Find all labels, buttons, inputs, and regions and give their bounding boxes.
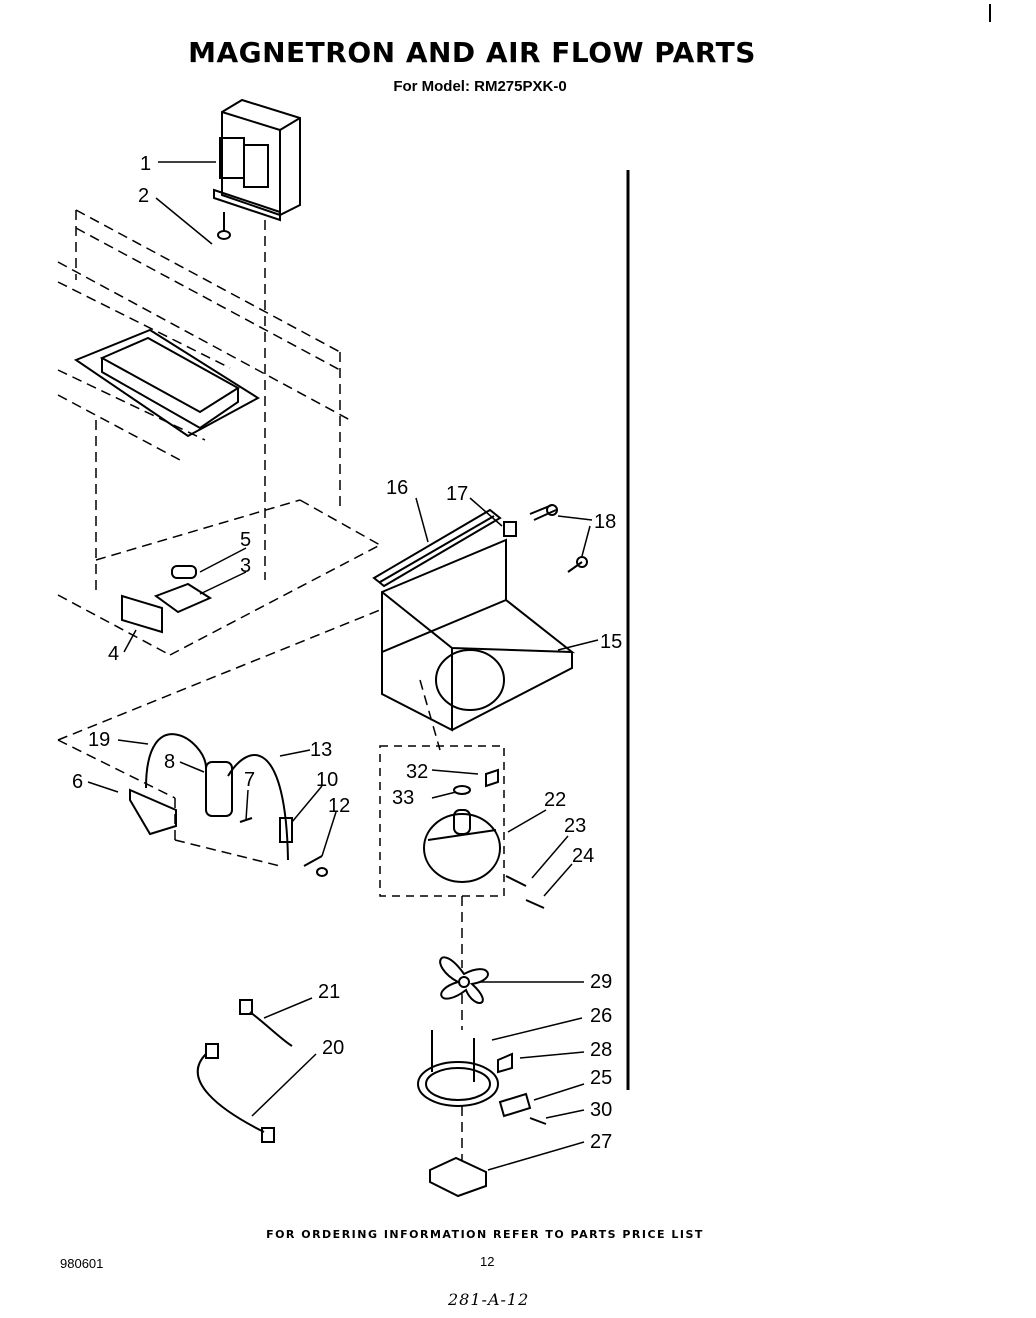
callout-23: 23 (564, 815, 586, 837)
clip-part-17 (503, 521, 517, 537)
callout-19: 19 (88, 729, 110, 751)
magnetron-shield-part (73, 328, 260, 438)
callout-labels: 1 2 3 4 5 6 7 8 10 12 13 15 16 17 18 19 … (72, 153, 622, 1153)
screw-part-2 (217, 212, 231, 240)
callout-leader-lines (87, 161, 599, 1171)
cabinet-outline (57, 209, 441, 867)
callout-29: 29 (590, 971, 612, 993)
callout-28: 28 (590, 1039, 612, 1061)
callout-12: 12 (328, 795, 350, 817)
screws-part-18 (529, 504, 588, 573)
callout-30: 30 (590, 1099, 612, 1121)
callout-21: 21 (318, 981, 340, 1003)
callout-32: 32 (406, 761, 428, 783)
callout-18: 18 (594, 511, 616, 533)
callout-1: 1 (140, 153, 151, 175)
callout-16: 16 (386, 477, 408, 499)
callout-24: 24 (572, 845, 594, 867)
air-guide-part-15 (381, 538, 576, 732)
callout-15: 15 (600, 631, 622, 653)
callout-4: 4 (108, 643, 119, 665)
callout-20: 20 (322, 1037, 344, 1059)
callout-25: 25 (590, 1067, 612, 1089)
motor-mount-parts (417, 1030, 547, 1198)
capacitor-bracket-parts (129, 733, 328, 877)
callout-5: 5 (240, 529, 251, 551)
wire-harness-parts-20-21 (196, 999, 293, 1143)
callout-26: 26 (590, 1005, 612, 1027)
document-number: 980601 (60, 1256, 104, 1271)
page-number: 12 (480, 1254, 495, 1269)
fan-motor-part-22 (379, 745, 545, 909)
callout-33: 33 (392, 787, 414, 809)
callout-27: 27 (590, 1131, 612, 1153)
ordering-info-footer: FOR ORDERING INFORMATION REFER TO PARTS … (266, 1228, 704, 1241)
callout-17: 17 (446, 483, 468, 505)
callout-13: 13 (310, 739, 332, 761)
handwritten-code: 281-A-12 (448, 1290, 530, 1309)
duct-rail-part-16 (372, 508, 502, 588)
callout-22: 22 (544, 789, 566, 811)
callout-7: 7 (244, 769, 255, 791)
callout-3: 3 (240, 555, 251, 577)
callout-8: 8 (164, 751, 175, 773)
interlock-parts-3-4-5 (121, 565, 213, 634)
page-title: MAGNETRON AND AIR FLOW PARTS (188, 36, 756, 69)
callout-2: 2 (138, 185, 149, 207)
callout-6: 6 (72, 771, 83, 793)
model-subtitle: For Model: RM275PXK-0 (393, 78, 567, 95)
callout-10: 10 (316, 769, 338, 791)
fan-blade-part-29 (439, 956, 489, 1004)
transformer-part (213, 98, 301, 222)
